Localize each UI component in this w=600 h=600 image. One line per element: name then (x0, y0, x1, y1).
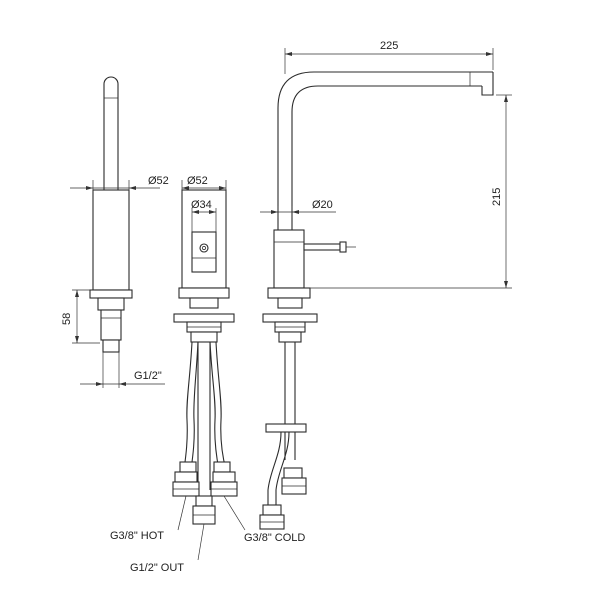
dim-shank-thread: G1/2" (80, 352, 165, 388)
dim-center-base-diameter: Ø52 (181, 175, 227, 192)
dim-left-base-diameter: Ø52 (70, 175, 169, 192)
label-lever-diameter: Ø20 (312, 199, 333, 211)
label-left-base-diameter: Ø52 (148, 175, 169, 187)
left-side-view (89, 76, 133, 353)
label-spout-reach: 225 (380, 40, 398, 52)
label-center-base-diameter: Ø52 (187, 175, 208, 187)
label-spout-height: 215 (491, 188, 503, 206)
label-shank-thread: G1/2" (134, 370, 162, 382)
connection-leaders (177, 495, 246, 561)
label-hot-connection: G3/8" HOT (110, 530, 164, 542)
label-center-inner-diameter: Ø34 (191, 199, 212, 211)
right-spout-view (259, 71, 494, 530)
dim-spout-height: 215 (310, 94, 512, 289)
label-out-connection: G1/2" OUT (130, 562, 184, 574)
label-cold-connection: G3/8" COLD (244, 532, 305, 544)
dim-shank-height: 58 (61, 289, 100, 344)
dim-center-inner-diameter: Ø34 (191, 199, 217, 234)
center-front-view (172, 189, 238, 525)
label-shank-height: 58 (61, 313, 73, 325)
dim-spout-reach: 225 (284, 40, 494, 74)
dim-lever-diameter: Ø20 (260, 199, 336, 218)
